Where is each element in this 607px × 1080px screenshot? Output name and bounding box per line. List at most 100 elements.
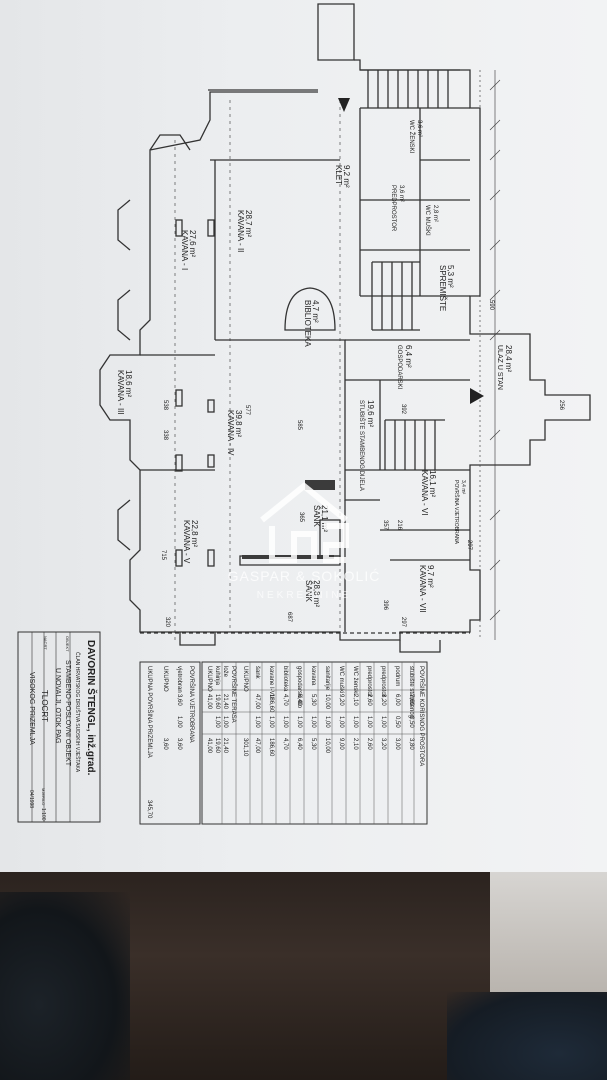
table-cell: 9,20 — [338, 694, 344, 706]
dimension-label: 365 — [298, 512, 304, 523]
table-cell: stubište stambenog — [408, 666, 414, 718]
background-shadow-left — [0, 892, 130, 1080]
table-cell: 9,00 — [338, 738, 344, 750]
table-cell: 1,00 — [352, 716, 358, 728]
table-cell: kuhinja — [214, 666, 220, 686]
table-cell: 1,00 — [338, 716, 344, 728]
table-cell: 6,40 — [296, 738, 302, 750]
table-cell: 10,00 — [324, 694, 330, 710]
room-area: 3,6 m² — [398, 185, 404, 202]
table-cell: 47,00 — [254, 694, 260, 710]
table-cell: 301,10 — [242, 738, 248, 757]
table-cell: 1,00 — [324, 716, 330, 728]
dimension-label: 320 — [164, 617, 170, 628]
room-area: 21,1 m² — [320, 505, 329, 532]
table-cell: 5,30 — [310, 694, 316, 706]
room-area: 28,4 m² — [504, 345, 513, 372]
dimension-label: 338 — [162, 430, 168, 441]
room-label: STUBIŠTE STAMBENOG DIJELA — [358, 400, 365, 491]
dimension-label: 538 — [162, 400, 168, 411]
dimension-label: 590 — [488, 300, 494, 311]
room-label: WC ŽENSKI — [408, 120, 416, 154]
table-cell: 47,00 — [254, 738, 260, 754]
drawing-date: 04/1998 — [28, 790, 34, 808]
room-label: KAVANA - II — [236, 210, 245, 252]
table-cell: 2,60 — [366, 738, 372, 750]
table-cell: predprostor — [366, 666, 372, 697]
room-area: 4,7 m² — [311, 300, 320, 323]
background-shadow-right — [447, 992, 607, 1080]
table-cell: 3,60 — [176, 694, 182, 706]
table-cell: 1,00 — [366, 716, 372, 728]
dimension-label: 687 — [286, 612, 292, 623]
table-cell: 1,00 — [176, 716, 182, 728]
table-cell: 3,60 — [162, 738, 168, 750]
room-label: POVRŠINA VJETROBRANA — [453, 480, 460, 545]
dimension-label: 297 — [400, 617, 406, 628]
scale-label: MJERILO — [41, 788, 46, 805]
room-label: KAVANA - III — [116, 370, 125, 415]
background-wall — [490, 872, 607, 992]
table-cell: 5,30 — [310, 738, 316, 750]
table-cell: 6,00 — [394, 694, 400, 706]
table-cell: UKUPNO — [242, 666, 248, 692]
scale-value: 1:100 — [40, 808, 46, 821]
table-cell: 0,50 — [408, 716, 414, 728]
table-cell: UKUPNO — [206, 666, 212, 692]
table-cell: podrum — [394, 666, 400, 686]
room-area: 2,8 m² — [432, 205, 438, 222]
table-cell: kavane I-VII — [268, 666, 274, 698]
table-cell: 6,40 — [296, 694, 302, 706]
room-area: 28,8 m² — [312, 580, 321, 607]
table-cell: 2,10 — [352, 738, 358, 750]
room-area: 3,6 m² — [416, 120, 422, 137]
room-label: GOSPODARSKI — [396, 345, 402, 390]
room-label: KAVANA - I — [180, 230, 189, 270]
table-cell: biblioteka — [282, 666, 288, 692]
room-area: 16,1 m² — [428, 470, 437, 497]
table-cell: 19,60 — [214, 694, 220, 710]
table-cell: 4,70 — [282, 738, 288, 750]
author-name: DAVORIN ŠTENGL, inž.grad. — [85, 640, 98, 776]
table-cell: 186,60 — [268, 694, 274, 713]
table-subtitle: POVRŠINE TERASA — [230, 666, 237, 723]
photo-background — [0, 872, 607, 1080]
dimension-label: 392 — [400, 404, 406, 415]
room-area: 6,4 m² — [404, 345, 413, 368]
member-line: ČLAN HRVATSKOG DRUŠTVA SUDSKIH VJEŠTAKA — [74, 652, 81, 773]
room-area: 22,8 m² — [190, 520, 199, 547]
room-label: ŠANK — [304, 580, 313, 602]
room-label: SPREMIŠTE — [438, 265, 447, 311]
table-cell: 1,00 — [282, 716, 288, 728]
table-cell: vjetrobran — [176, 666, 182, 693]
room-label: WC MUŠKI — [424, 205, 431, 236]
table-cell: 2,60 — [366, 694, 372, 706]
table-cell: 21,40 — [222, 694, 228, 710]
table-cell: 1,00 — [296, 716, 302, 728]
dimension-label: 577 — [244, 405, 250, 416]
table-cell: 3,80 — [408, 738, 414, 750]
dimension-label: 715 — [160, 550, 166, 561]
floor-plan-drawing: KAVANA - I 27,6 m² KAVANA - II 28,7 m² K… — [17, 3, 591, 825]
dimension-label: 256 — [558, 400, 564, 411]
table-title: POVRŠINE KORISNOG PROSTORA — [418, 666, 425, 766]
area-table: POVRŠINE KORISNOG PROSTORA stubište stam… — [139, 661, 428, 825]
table-cell: UKUPNO — [162, 666, 168, 692]
table-cell: 1,00 — [310, 716, 316, 728]
watermark-logo — [260, 482, 349, 563]
table-cell: 3,00 — [394, 738, 400, 750]
table-cell: 7,60 — [408, 694, 414, 706]
room-label: ULAZ U STAN — [496, 345, 503, 390]
room-area: 3,4 m² — [460, 480, 466, 495]
table-cell: 1,00 — [222, 716, 228, 728]
object-name: STAMBENO-POSLOVNI OBJEKT — [64, 660, 71, 767]
dimension-label: 357 — [382, 520, 388, 531]
table-cell: gospodarski dio — [296, 666, 302, 709]
table-cell: 3,20 — [380, 738, 386, 750]
drawing-name: TLOCRT — [40, 690, 49, 722]
dimension-label: 297 — [466, 540, 472, 551]
room-label: KLET — [334, 165, 343, 185]
table-cell: 1,00 — [380, 716, 386, 728]
room-area: 27,6 m² — [188, 230, 197, 257]
table-cell: 10,00 — [324, 738, 330, 754]
